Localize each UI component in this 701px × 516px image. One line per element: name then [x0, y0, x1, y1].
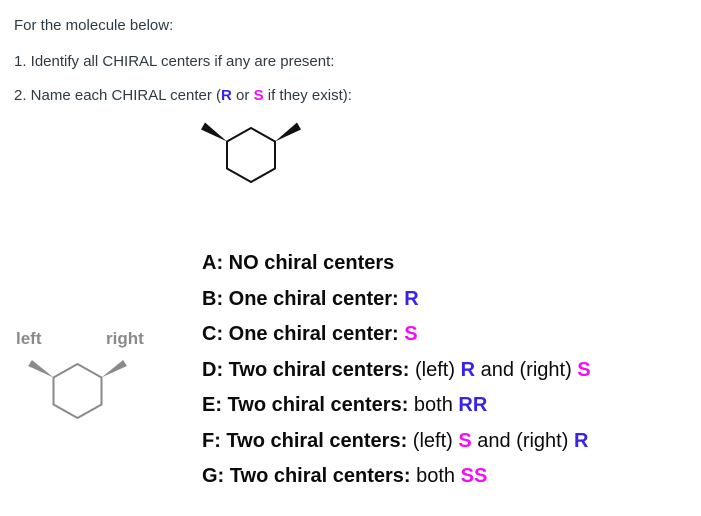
left-center-label: left [16, 329, 42, 348]
text-segment: 2. Name each CHIRAL center ( [14, 87, 222, 104]
cyclohexane-ring [226, 127, 276, 183]
text-segment: S [577, 358, 591, 381]
text-segment: and (right) [475, 358, 578, 381]
text-segment: D: Two chiral centers: [202, 358, 416, 381]
text-segment: G: Two chiral centers: [202, 465, 417, 487]
text-segment: C: One chiral center: [202, 323, 405, 345]
main-molecule-drawing [201, 122, 301, 183]
cyclohexane-ring [52, 363, 103, 419]
text-segment: A: NO chiral centers [202, 252, 395, 274]
text-segment: SS [460, 465, 488, 487]
wedge-bond-right [101, 360, 127, 378]
text-segment: RR [458, 394, 488, 416]
text-segment: 1. Identify all CHIRAL centers if any ar… [14, 53, 335, 70]
text-segment: F: Two chiral centers: [202, 429, 413, 452]
wedge-bond-left [201, 122, 227, 142]
wedge-bond-left [28, 360, 54, 378]
text-segment: S [253, 87, 264, 104]
right-center-label: right [106, 329, 144, 348]
instruction-intro-line: For the molecule below: [14, 18, 173, 34]
answer-options-list: A: NO chiral centers B: One chiral cente… [202, 246, 591, 495]
text-segment: B: One chiral center: [202, 287, 405, 310]
option-g: G: Two chiral centers: both SS [202, 459, 591, 495]
text-segment: both [413, 394, 459, 416]
option-d: D: Two chiral centers: (left) R and (rig… [202, 353, 591, 389]
wedge-bond-right [275, 122, 301, 142]
text-segment: if they exist): [263, 87, 352, 104]
text-segment: For the molecule below: [14, 17, 174, 34]
text-segment: R [221, 87, 232, 104]
option-c: C: One chiral center: S [202, 317, 591, 353]
text-segment: (left) [412, 429, 459, 452]
text-segment: S [404, 323, 418, 345]
text-segment: (left) [415, 358, 461, 381]
instruction-step-2: 2. Name each CHIRAL center (R or S if th… [14, 88, 352, 104]
option-f: F: Two chiral centers: (left) S and (rig… [202, 424, 591, 460]
text-segment: E: Two chiral centers: [202, 394, 414, 416]
text-segment: S [458, 429, 472, 452]
text-segment: R [404, 287, 419, 310]
option-b: B: One chiral center: R [202, 282, 591, 318]
text-segment: or [231, 87, 254, 104]
text-segment: R [573, 429, 589, 452]
instruction-step-1: 1. Identify all CHIRAL centers if any ar… [14, 54, 334, 70]
text-segment: R [460, 358, 476, 381]
option-e: E: Two chiral centers: both RR [202, 388, 591, 424]
text-segment: and (right) [471, 429, 574, 452]
reference-molecule-drawing [28, 360, 127, 419]
text-segment: both [416, 465, 461, 487]
option-a: A: NO chiral centers [202, 246, 591, 282]
